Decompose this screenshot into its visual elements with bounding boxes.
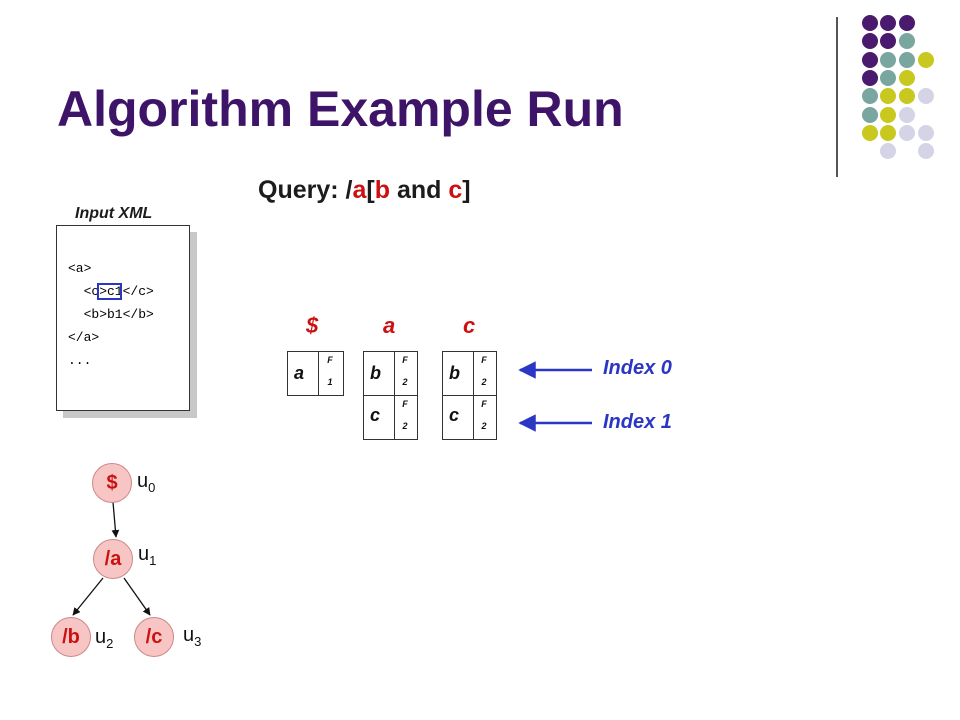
decorative-dot <box>862 124 878 141</box>
decorative-dot <box>899 33 915 50</box>
index-arrows <box>518 361 592 432</box>
query-b: b <box>374 176 390 204</box>
decorative-dot <box>918 88 934 105</box>
xml-line-3: <b>b1</b> <box>68 307 154 322</box>
decorative-dot <box>880 69 896 86</box>
tree-label-u2: u2 <box>95 626 114 651</box>
decorative-dot <box>880 88 896 105</box>
cell-number: 2 <box>402 421 408 431</box>
xml-line-5: ... <box>68 353 92 368</box>
edge-a-c <box>123 577 151 616</box>
stack-header-a: a <box>383 313 396 338</box>
xml-highlight-box <box>97 283 122 300</box>
cell-flag: F <box>402 399 408 409</box>
cell-symbol: c <box>370 405 381 425</box>
cell-flag: F <box>402 355 408 365</box>
decorative-dot <box>880 15 896 31</box>
index-1-label: Index 1 <box>603 411 672 433</box>
decorative-dot <box>918 51 934 68</box>
query-and: and <box>390 176 449 204</box>
decorative-dot <box>880 106 896 123</box>
tree-node-a: /a <box>93 539 133 579</box>
xml-label: Input XML <box>75 205 153 222</box>
query-open: [ <box>366 176 375 204</box>
decorative-dot <box>862 51 878 68</box>
decorative-dot <box>862 33 878 50</box>
query-text: Query: /a[b and c] <box>258 176 471 205</box>
cell-flag: F <box>481 355 487 365</box>
decorative-dot <box>880 124 896 141</box>
cell-symbol: c <box>449 405 460 425</box>
cell-number: 2 <box>402 377 408 387</box>
edge-root-a <box>111 501 120 538</box>
divider-line <box>836 17 838 177</box>
stack-header-root: $ <box>306 313 319 338</box>
cell-symbol: b <box>449 363 460 383</box>
cell-flag: F <box>327 355 333 365</box>
stack-1-cell-top: b F 2 <box>363 351 418 396</box>
decorative-dot <box>899 69 915 86</box>
stack-2-cell-bottom: c F 2 <box>442 395 497 440</box>
xml-line-2: <c>c1</c> <box>68 284 154 299</box>
decorative-dot <box>880 51 896 68</box>
tree-label-u1: u1 <box>138 543 157 568</box>
decorative-dot <box>862 106 878 123</box>
decorative-dot <box>862 69 878 86</box>
tree-label-u3: u3 <box>183 624 202 649</box>
xml-box <box>56 225 190 411</box>
decorative-dot <box>862 15 878 31</box>
edge-a-b <box>72 577 104 616</box>
decorative-dot <box>880 33 896 50</box>
cell-flag: F <box>481 399 487 409</box>
cell-number: 2 <box>481 377 487 387</box>
decorative-dot <box>862 88 878 105</box>
tree-node-root: $ <box>92 463 132 503</box>
tree-node-c: /c <box>134 617 174 657</box>
cell-number: 1 <box>327 377 333 387</box>
decorative-dot <box>899 106 915 123</box>
index-0-label: Index 0 <box>603 357 672 379</box>
decorative-dot <box>918 124 934 141</box>
xml-line-4: </a> <box>68 330 100 345</box>
query-a: a <box>352 176 367 204</box>
query-prefix: Query: / <box>258 176 353 204</box>
stack-1-cell-bottom: c F 2 <box>363 395 418 440</box>
decorative-dot <box>918 143 934 160</box>
query-c: c <box>448 176 463 204</box>
decorative-dot <box>880 143 896 160</box>
cell-symbol: a <box>294 363 305 383</box>
decorative-dot <box>899 88 915 105</box>
stack-header-c: c <box>463 313 476 338</box>
slide-title: Algorithm Example Run <box>57 81 624 137</box>
decorative-dot <box>899 15 915 31</box>
cell-symbol: b <box>370 363 381 383</box>
tree-label-u0: u0 <box>137 470 156 495</box>
xml-line-1: <a> <box>68 261 92 276</box>
decorative-dot <box>899 124 915 141</box>
tree-node-b: /b <box>51 617 91 657</box>
decorative-dot <box>899 51 915 68</box>
cell-number: 2 <box>481 421 487 431</box>
query-close: ] <box>462 176 471 204</box>
stack-0-cell: a F 1 <box>287 351 344 396</box>
